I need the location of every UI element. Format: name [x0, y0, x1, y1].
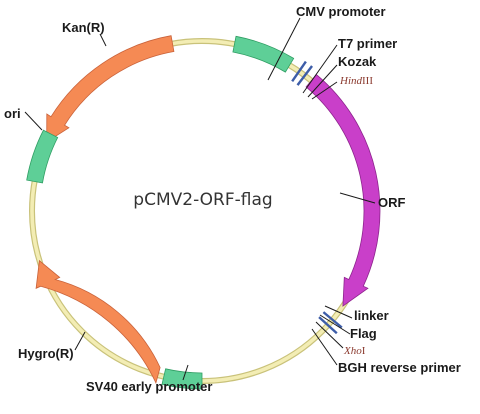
ori-leader-line [24, 111, 43, 131]
hindiii-leader-line [311, 81, 338, 100]
kozak-leader-line [307, 64, 338, 98]
kan-r-label: Kan(R) [62, 20, 105, 35]
sv40-leader-line [182, 364, 189, 381]
kan-r-arrow [46, 35, 175, 143]
flag-leader-line [319, 314, 351, 335]
bgh-reverse-primer-label: BGH reverse primer [338, 360, 461, 375]
hygro-r-arrow [35, 259, 161, 385]
ori-label: ori [4, 106, 21, 121]
t7-leader-line [302, 44, 338, 94]
orf-label: ORF [378, 195, 406, 210]
kanr-leader-line [99, 33, 107, 47]
flag-label: Flag [350, 326, 377, 341]
t7-kozak-site-marker [291, 60, 313, 86]
linker-flag-site-marker [318, 311, 343, 335]
kozak-label: Kozak [338, 54, 377, 69]
cmv-leader-line [267, 17, 301, 81]
cmv-promoter-segment [232, 35, 295, 73]
sv40-promoter-segment [161, 368, 203, 390]
orf-leader-line [339, 192, 376, 204]
hygro-r-label: Hygro(R) [18, 346, 74, 361]
site-bar [291, 60, 307, 82]
xhoi-label: XhoI [343, 345, 366, 357]
site-bar [296, 65, 313, 86]
plasmid-name: pCMV2-ORF-flag [133, 190, 272, 210]
linker-label: linker [354, 308, 389, 323]
site-bar [318, 316, 338, 335]
linker-leader-line [324, 305, 353, 319]
sv40-promoter-label: SV40 early promoter [86, 379, 212, 394]
ori-segment [26, 129, 59, 184]
bgh-leader-line [311, 328, 338, 366]
site-bar [322, 311, 343, 329]
t7-primer-label: T7 primer [338, 36, 397, 51]
cmv-promoter-label: CMV promoter [296, 4, 386, 19]
xhoi-leader-line [315, 321, 344, 349]
hygror-leader-line [74, 331, 86, 351]
orf-arrow [305, 74, 381, 307]
hindiii-label: HindIII [339, 75, 373, 87]
